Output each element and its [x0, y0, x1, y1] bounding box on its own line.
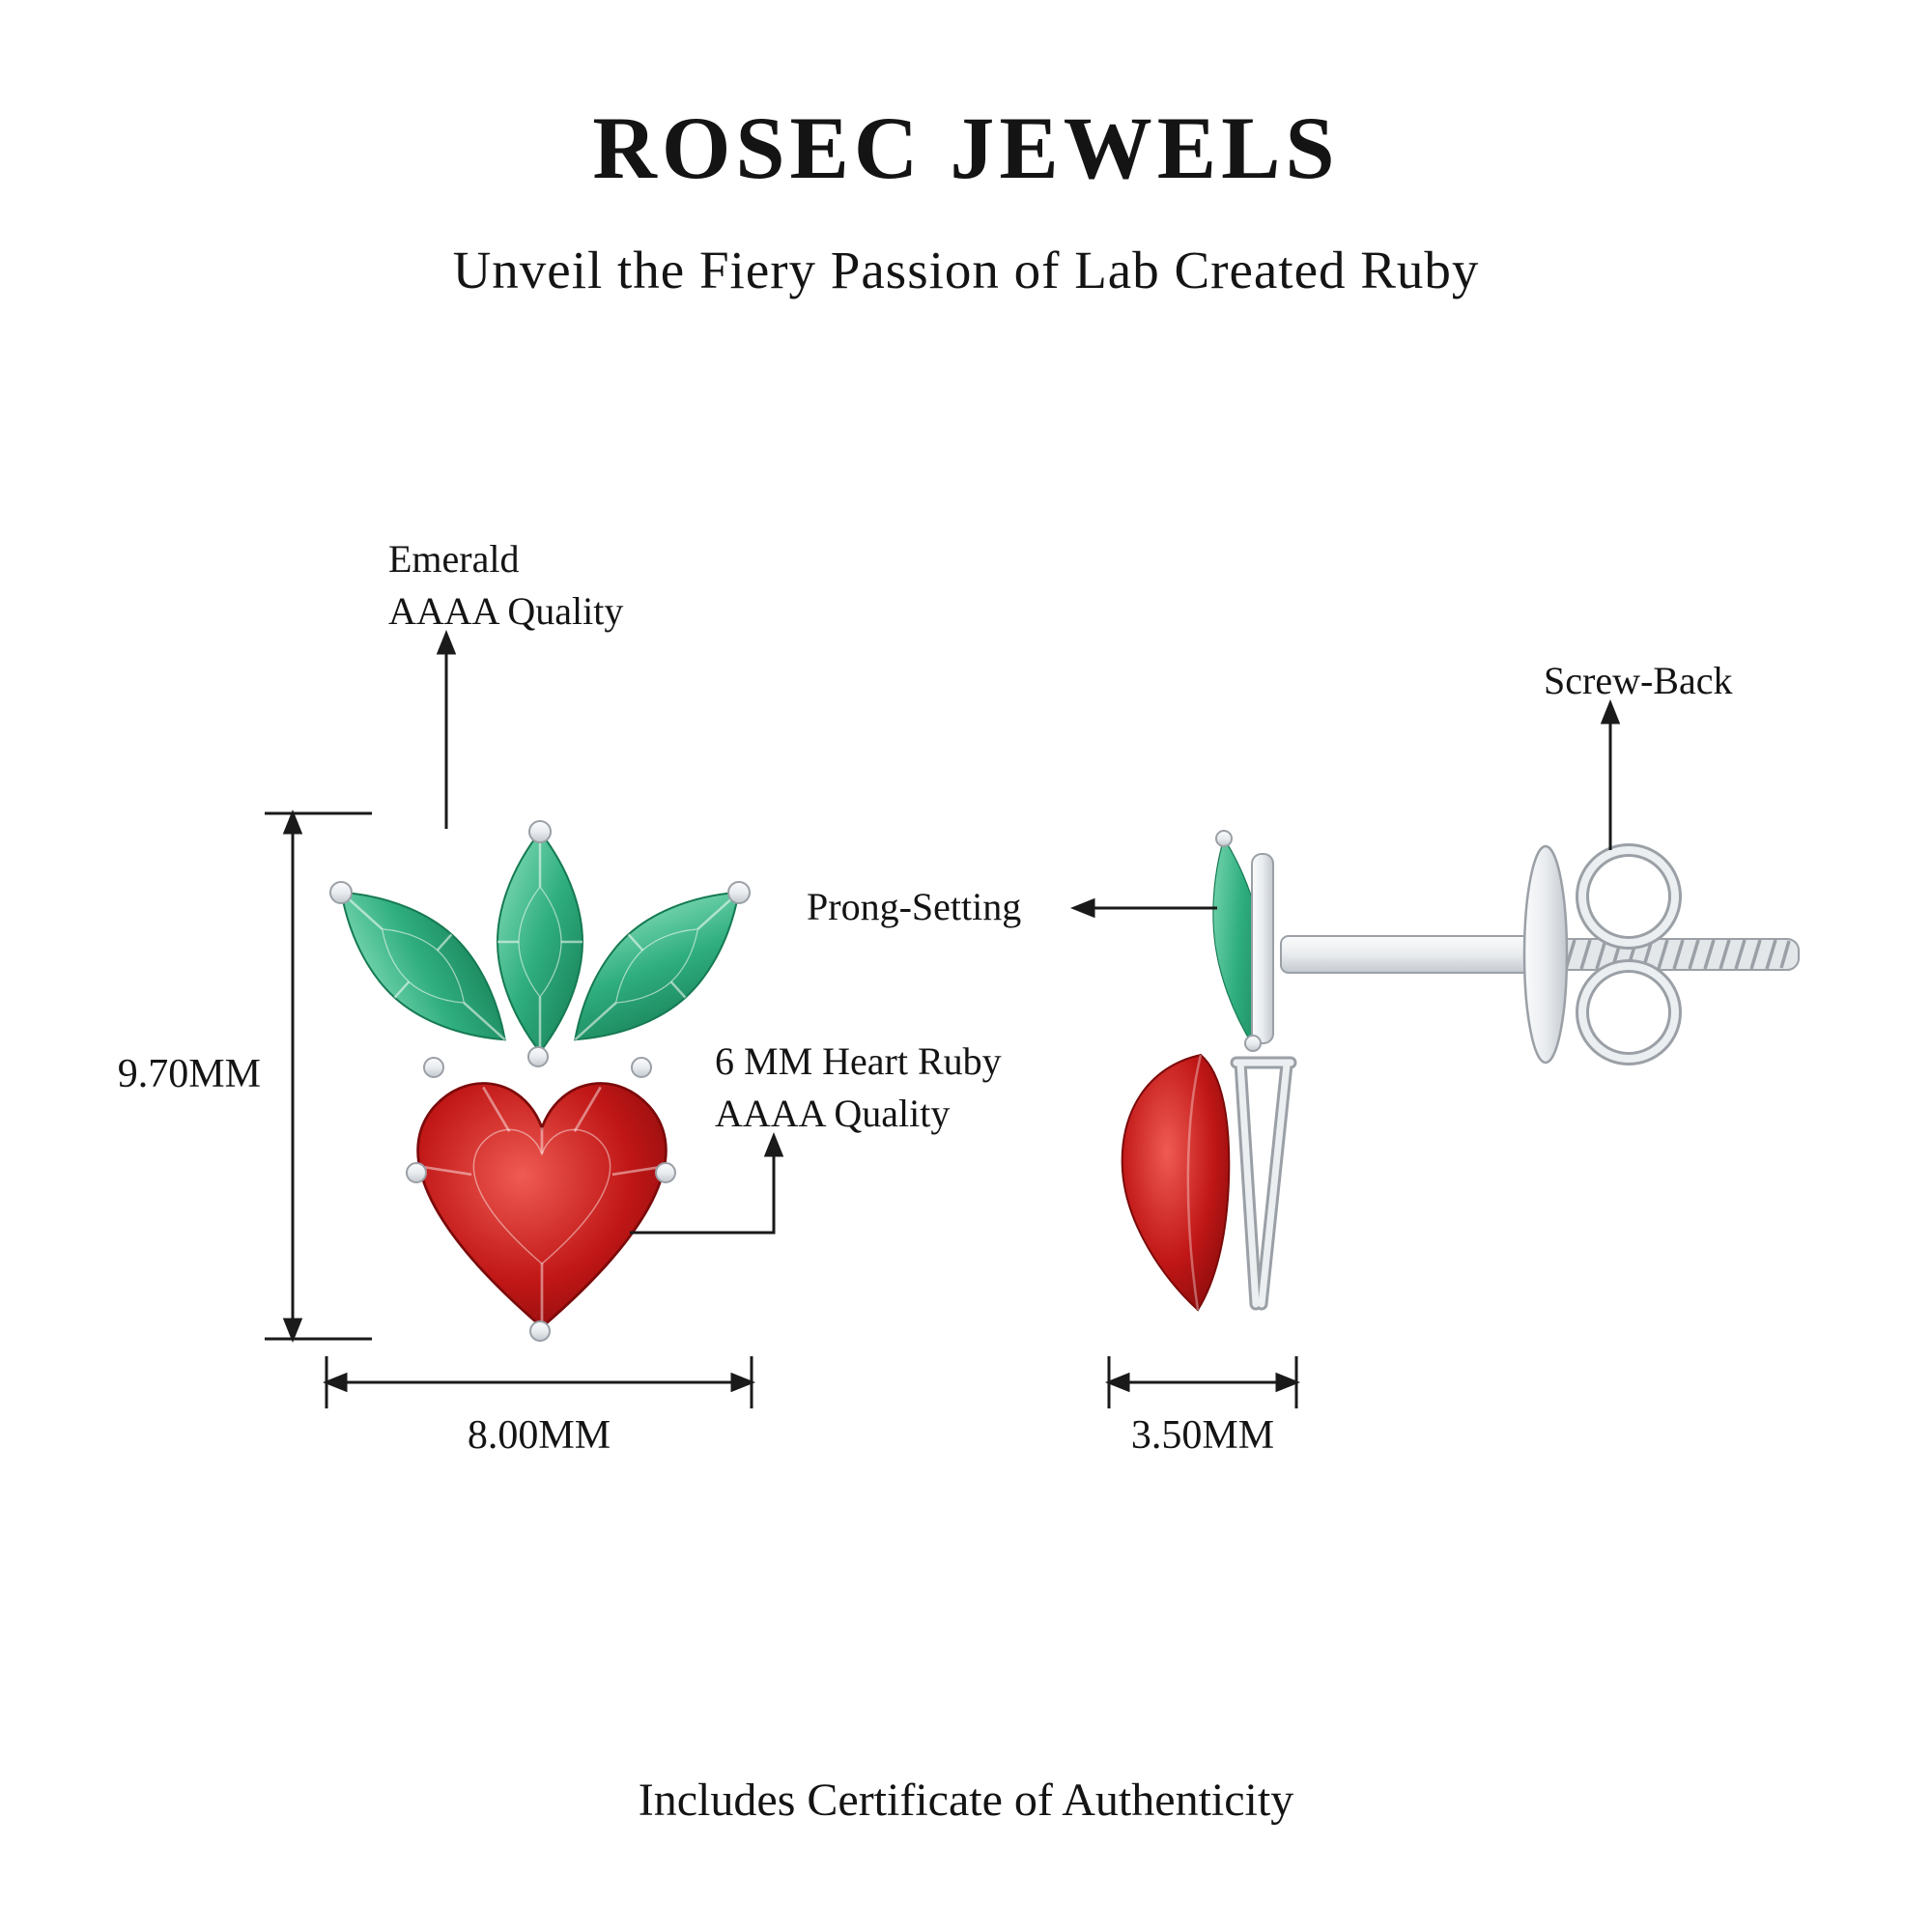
width-dimension-line [322, 1356, 756, 1408]
depth-dimension-label: 3.50MM [1130, 1413, 1275, 1458]
emerald-annotation-line2: AAAA Quality [388, 589, 624, 633]
brand-title: ROSEC JEWELS [592, 99, 1340, 197]
emerald-clip [1215, 830, 1274, 1052]
emerald-leader-arrow [436, 629, 457, 829]
height-dimension-line [265, 809, 372, 1344]
ruby-leader-arrow [630, 1131, 784, 1235]
screw-back-annotation: Screw-Back [1544, 659, 1733, 702]
depth-dimension-line [1104, 1356, 1301, 1408]
emerald-annotation-line1: Emerald [388, 537, 520, 581]
width-dimension-label: 8.00MM [467, 1413, 611, 1458]
ruby-annotation-line2: AAAA Quality [715, 1092, 951, 1135]
side-view-earring [1121, 830, 1800, 1312]
ruby-heart-stone [412, 1082, 670, 1329]
tagline: Unveil the Fiery Passion of Lab Created … [452, 241, 1480, 299]
prong-basket [1230, 1056, 1297, 1311]
prong-setting-annotation: Prong-Setting [807, 885, 1022, 928]
front-prongs [329, 820, 751, 1342]
screw-threads [1545, 938, 1800, 971]
ruby-annotation: 6 MM Heart Ruby AAAA Quality [715, 1036, 1002, 1140]
certificate-note: Includes Certificate of Authenticity [638, 1775, 1294, 1826]
earring-post [1280, 935, 1557, 974]
emerald-annotation: Emerald AAAA Quality [388, 533, 623, 638]
side-ruby-stone [1121, 1053, 1231, 1312]
front-view-earring [313, 820, 767, 1342]
prong-setting-leader-arrow [1069, 897, 1217, 919]
ruby-annotation-line1: 6 MM Heart Ruby [715, 1039, 1002, 1083]
height-dimension-label: 9.70MM [117, 1052, 261, 1096]
screw-back-leader-arrow [1600, 698, 1621, 850]
emerald-cluster [313, 832, 767, 1071]
screw-back-clutch [1522, 843, 1682, 1065]
annotation-leader-lines [436, 629, 1621, 1235]
